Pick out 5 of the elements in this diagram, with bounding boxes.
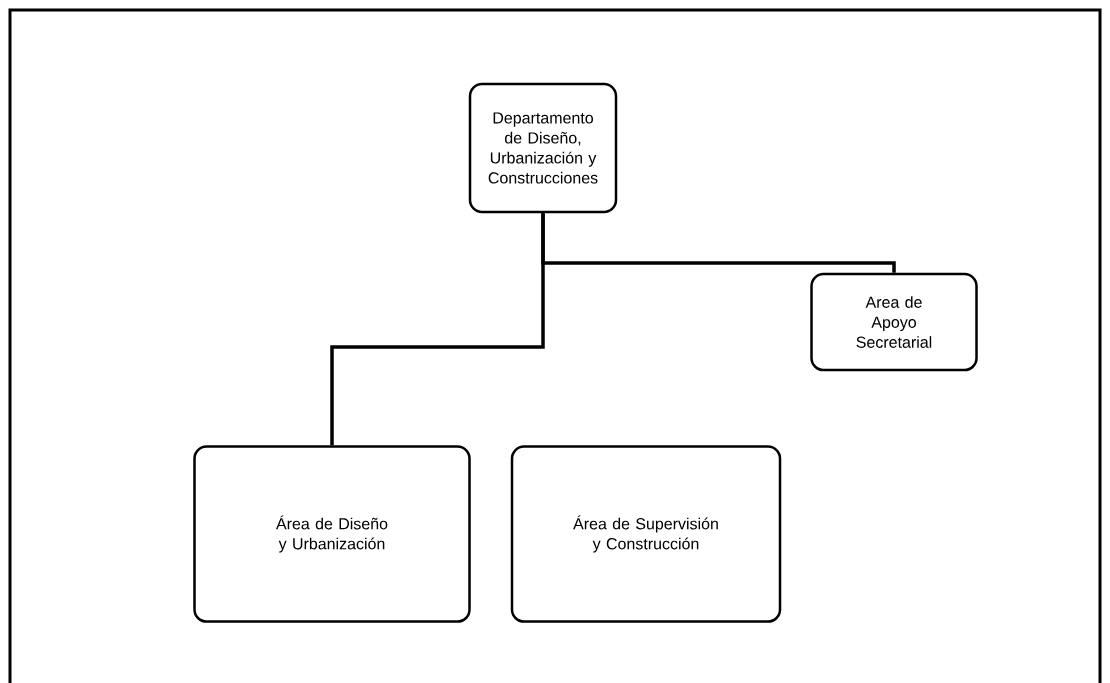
org-box: Área de Diseño y Urbanización bbox=[193, 445, 471, 623]
connector-line bbox=[541, 213, 896, 273]
org-box: Departamento de Diseño, Urbanización y Construcciones bbox=[468, 82, 618, 214]
org-box: Area de Apoyo Secretarial bbox=[810, 272, 978, 372]
org-box: Área de Supervisión y Construcción bbox=[510, 445, 782, 623]
